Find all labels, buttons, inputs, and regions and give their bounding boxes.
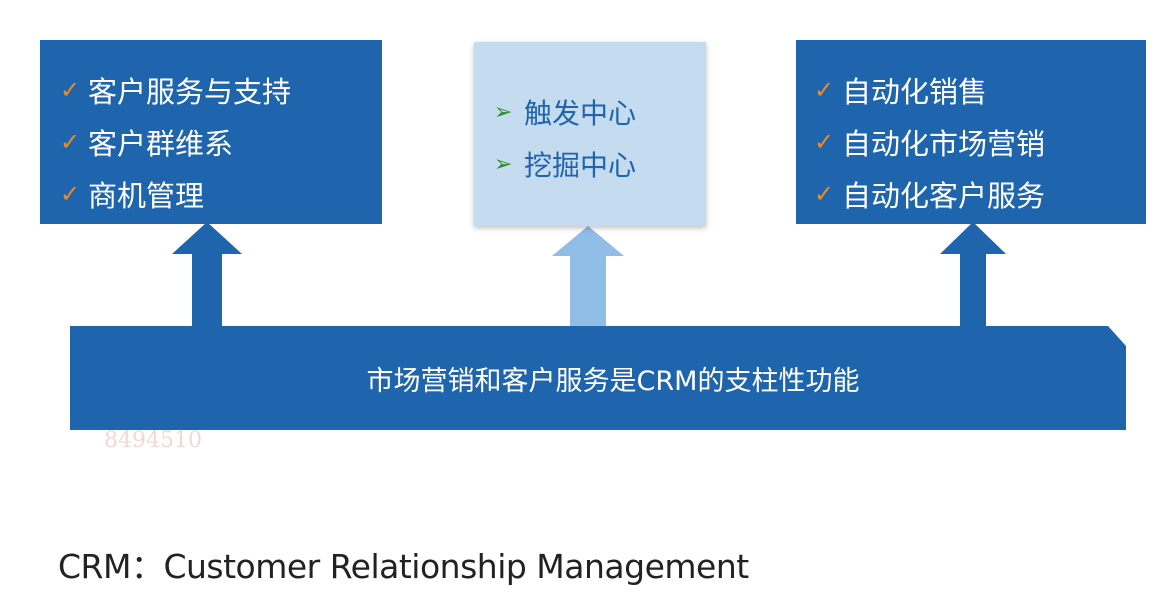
list-item-label: 自动化市场营销 — [842, 127, 1046, 161]
arrow-pointer-icon: ➢ — [494, 151, 513, 177]
base-band — [70, 326, 1126, 430]
list-item-label: 触发中心 — [524, 97, 637, 130]
list-item: ➢ 触发中心 — [494, 86, 706, 138]
right-up-arrow — [940, 222, 1006, 326]
list-item-label: 商机管理 — [88, 179, 205, 213]
check-icon: ✓ — [60, 180, 81, 208]
watermark: 8494510 — [104, 428, 202, 453]
list-item: ✓自动化客户服务 — [814, 168, 1146, 220]
list-item-label: 自动化销售 — [842, 75, 988, 109]
list-item-label: 客户服务与支持 — [88, 75, 292, 109]
check-icon: ✓ — [60, 76, 81, 104]
middle-box-centers: ➢ 触发中心 ➢ 挖掘中心 — [474, 42, 706, 226]
list-item: ✓客户群维系 — [60, 116, 382, 168]
check-icon: ✓ — [814, 180, 835, 208]
left-box-customer-service: ✓客户服务与支持 ✓客户群维系 ✓商机管理 — [40, 40, 382, 224]
list-item-label: 客户群维系 — [88, 127, 234, 161]
list-item-label: 自动化客户服务 — [842, 179, 1046, 213]
list-item: ✓自动化市场营销 — [814, 116, 1146, 168]
list-item: ✓自动化销售 — [814, 64, 1146, 116]
list-item: ✓商机管理 — [60, 168, 382, 220]
list-item: ✓客户服务与支持 — [60, 64, 382, 116]
arrow-pointer-icon: ➢ — [494, 99, 513, 125]
footer-definition: CRM：Customer Relationship Management — [58, 547, 749, 586]
list-item-label: 挖掘中心 — [524, 149, 637, 182]
band-label: 市场营销和客户服务是CRM的支柱性功能 — [366, 365, 860, 397]
check-icon: ✓ — [814, 128, 835, 156]
right-box-automation: ✓自动化销售 ✓自动化市场营销 ✓自动化客户服务 — [796, 40, 1146, 224]
check-icon: ✓ — [60, 128, 81, 156]
check-icon: ✓ — [814, 76, 835, 104]
left-up-arrow — [172, 222, 242, 326]
list-item: ➢ 挖掘中心 — [494, 138, 706, 190]
middle-up-arrow — [552, 226, 624, 326]
